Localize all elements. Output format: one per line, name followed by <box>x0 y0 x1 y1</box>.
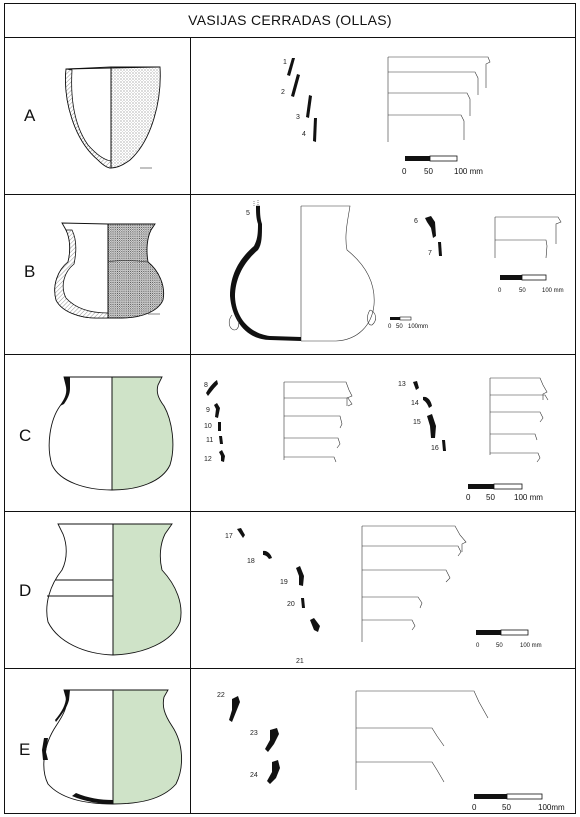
fragment-label-17: 17 <box>225 533 233 540</box>
fragment-label-10: 10 <box>204 423 212 430</box>
row-d-rim-profiles <box>361 525 467 642</box>
scale-bar-b-small: 0 50 100mm <box>388 316 428 330</box>
scale-bar-a: 0 50 100 mm <box>402 155 483 176</box>
scale-e-50: 50 <box>502 803 511 812</box>
scale-b-100: 100 mm <box>542 288 564 294</box>
scale-a-50: 50 <box>424 167 433 176</box>
vessel-d-profile <box>46 523 182 656</box>
fragment-label-18: 18 <box>247 558 255 565</box>
fragment-label-14: 14 <box>411 400 419 407</box>
row-c-rim-profiles-right <box>489 377 549 463</box>
row-c-fragments-left: 8 9 10 11 12 <box>204 380 225 463</box>
scale-d-0: 0 <box>476 643 480 649</box>
row-b-fragments: 6 7 <box>414 216 442 257</box>
fragment-label-12: 12 <box>204 456 212 463</box>
fragment-label-7: 7 <box>428 250 432 257</box>
fragment-label-11: 11 <box>206 437 213 444</box>
row-letter-d: D <box>19 581 31 600</box>
vessel-b-reconstruction: 5 <box>228 200 376 342</box>
fragment-label-13: 13 <box>398 381 406 388</box>
row-d-fragments: 17 18 19 20 21 <box>225 528 320 665</box>
scale-c-0: 0 <box>466 493 471 502</box>
scale-bar-c: 0 50 100 mm <box>466 483 543 502</box>
vessel-b-profile <box>54 222 165 319</box>
vessel-e-profile <box>42 689 182 805</box>
row-e-rim-profiles <box>355 690 489 790</box>
fragment-label-24: 24 <box>250 772 258 779</box>
fragment-label-19: 19 <box>280 579 288 586</box>
fragment-label-8: 8 <box>204 382 208 389</box>
fragment-label-6: 6 <box>414 218 418 225</box>
row-letter-e: E <box>19 740 30 759</box>
scale-d-50: 50 <box>496 643 503 649</box>
fragment-label-1: 1 <box>283 59 287 66</box>
scale-b-0: 0 <box>498 288 502 294</box>
plate-title: VASIJAS CERRADAS (OLLAS) <box>188 12 392 28</box>
scale-bar-b-large: 0 50 100 mm <box>498 274 564 294</box>
scale-b-50: 50 <box>519 288 526 294</box>
row-letter-b: B <box>24 262 35 281</box>
scale-b-small-50: 50 <box>396 324 403 330</box>
row-c-rim-profiles-left <box>283 381 353 463</box>
vessel-c-profile <box>48 376 174 491</box>
scale-c-50: 50 <box>486 493 495 502</box>
row-e-fragments: 22 23 24 <box>217 692 280 784</box>
fragment-label-20: 20 <box>287 601 295 608</box>
row-letter-a: A <box>24 106 36 125</box>
row-a-fragments: 1 2 3 4 <box>281 58 317 142</box>
fragment-label-4: 4 <box>302 131 306 138</box>
table-grid <box>4 3 576 814</box>
scale-d-100: 100 mm <box>520 643 542 649</box>
scale-b-small-0: 0 <box>388 324 392 330</box>
scale-a-0: 0 <box>402 167 407 176</box>
row-b-rim-profiles <box>494 216 562 259</box>
fragment-label-23: 23 <box>250 730 258 737</box>
scale-bar-d: 0 50 100 mm <box>476 629 542 649</box>
scale-e-100: 100mm <box>538 803 565 812</box>
vessel-a-profile <box>65 66 161 169</box>
row-a-rim-profiles <box>387 56 491 142</box>
scale-c-100: 100 mm <box>514 493 543 502</box>
fragment-label-22: 22 <box>217 692 225 699</box>
fragment-label-2: 2 <box>281 89 285 96</box>
scale-bar-e: 0 50 100mm <box>472 793 565 812</box>
fragment-label-3: 3 <box>296 114 300 121</box>
fragment-label-16: 16 <box>431 445 439 452</box>
scale-a-100: 100 mm <box>454 167 483 176</box>
fragment-label-9: 9 <box>206 407 210 414</box>
scale-e-0: 0 <box>472 803 477 812</box>
fragment-label-15: 15 <box>413 419 421 426</box>
scale-b-small-100: 100mm <box>408 324 428 330</box>
fragment-label-21: 21 <box>296 658 304 665</box>
row-c-fragments-right: 13 14 15 16 <box>398 381 446 452</box>
fragment-label-5: 5 <box>246 210 250 217</box>
row-letter-c: C <box>19 426 31 445</box>
